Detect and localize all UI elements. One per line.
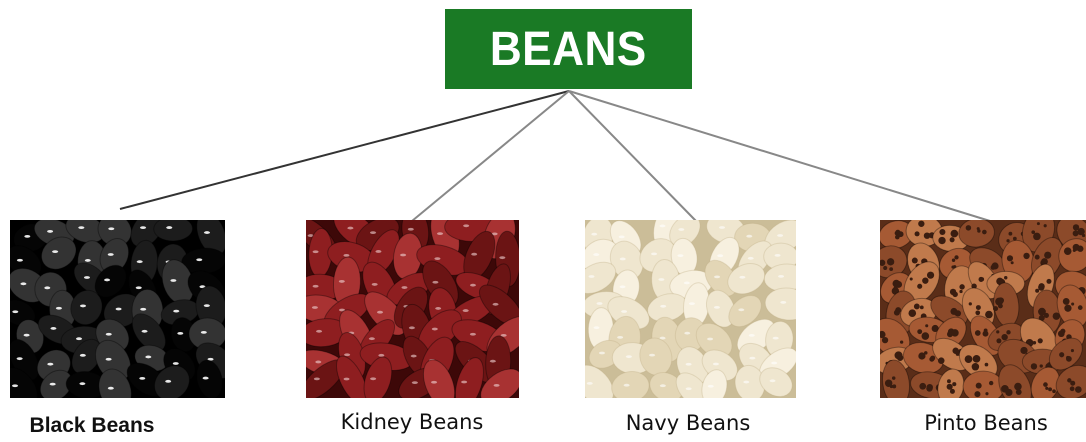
kidney-beans-image: [306, 220, 519, 398]
pinto-beans-label: Pinto Beans: [886, 411, 1086, 435]
navy-beans-label: Navy Beans: [588, 411, 788, 435]
black-beans-label: Black Beans: [0, 414, 192, 438]
navy-beans-photo: [585, 220, 796, 398]
black-beans-image: [10, 220, 225, 398]
root-node: BEANS: [445, 9, 692, 89]
kidney-beans-label: Kidney Beans: [312, 410, 512, 434]
pinto-beans-photo: [880, 220, 1086, 398]
connector-line: [569, 91, 696, 221]
navy-beans-image: [585, 220, 796, 398]
root-label: BEANS: [490, 22, 647, 77]
connector-line: [569, 91, 990, 221]
pinto-beans-image: [880, 220, 1086, 398]
kidney-beans-photo: [306, 220, 519, 398]
connector-line: [120, 91, 569, 209]
connector-line: [412, 91, 569, 221]
black-beans-photo: [10, 220, 225, 398]
